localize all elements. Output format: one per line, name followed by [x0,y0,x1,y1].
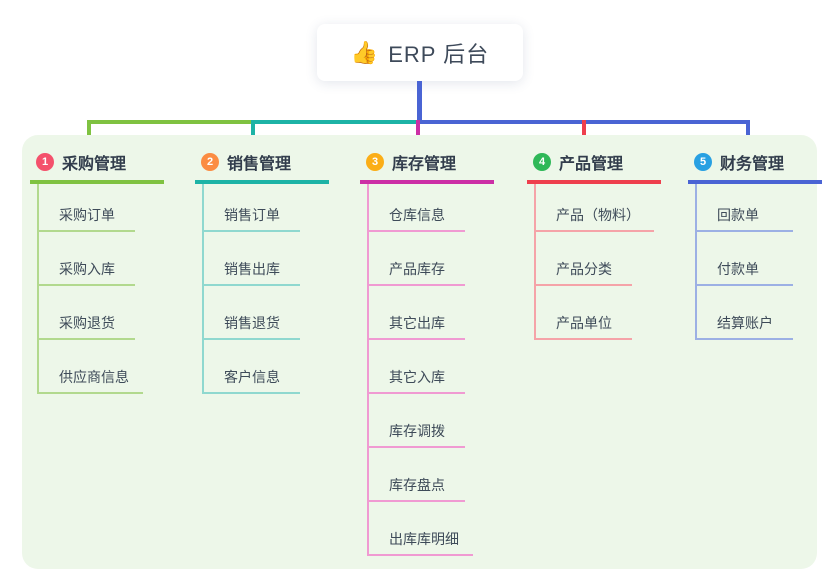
tree-node[interactable]: 采购订单 [39,184,135,232]
tree-node[interactable]: 客户信息 [204,340,300,394]
branch-sales-management: 2 销售管理 销售订单 销售出库 销售退货 客户信息 [195,148,329,394]
branch-number-badge: 3 [366,153,384,171]
thumbs-up-icon: 👍 [350,39,379,65]
tree-node[interactable]: 结算账户 [697,286,793,340]
tree-node[interactable]: 销售订单 [204,184,300,232]
tree-node-label: 采购入库 [59,261,115,277]
branch-number-badge: 2 [201,153,219,171]
branch-drop-line-1 [87,120,91,148]
tree-node-label: 其它入库 [389,369,445,385]
tree-node-label: 销售订单 [224,207,280,223]
branch-drop-line-3 [416,120,420,148]
connector-spine-segment-teal [251,120,418,124]
branch-drop-line-5 [746,120,750,148]
branch-header[interactable]: 2 销售管理 [195,148,329,184]
tree-node[interactable]: 销售退货 [204,286,300,340]
tree-node-label: 采购退货 [59,315,115,331]
tree-node[interactable]: 付款单 [697,232,793,286]
branch-label: 采购管理 [62,156,127,173]
root-connector-line [417,81,422,124]
tree-node-label: 仓库信息 [389,207,445,223]
branch-drop-line-4 [582,120,586,148]
branch-number-badge: 1 [36,153,54,171]
branch-label: 产品管理 [559,156,624,173]
tree-node-label: 产品（物料） [556,207,640,223]
tree-node-label: 采购订单 [59,207,115,223]
branch-children: 产品（物料） 产品分类 产品单位 [534,184,654,340]
tree-node[interactable]: 其它出库 [369,286,465,340]
tree-node-label: 库存调拨 [389,423,445,439]
tree-node-label: 产品单位 [556,315,612,331]
branch-label: 销售管理 [227,156,292,173]
branch-children: 仓库信息 产品库存 其它出库 其它入库 库存调拨 库存盘点 出库库明细 [367,184,473,556]
tree-node-label: 产品库存 [389,261,445,277]
tree-node[interactable]: 采购入库 [39,232,135,286]
branch-children: 销售订单 销售出库 销售退货 客户信息 [202,184,300,394]
tree-node-label: 客户信息 [224,369,280,385]
branch-finance-management: 5 财务管理 回款单 付款单 结算账户 [688,148,822,340]
tree-node-label: 供应商信息 [59,369,129,385]
tree-node-label: 付款单 [717,261,759,277]
tree-node-label: 库存盘点 [389,477,445,493]
branch-label: 财务管理 [720,156,785,173]
tree-node-label: 结算账户 [717,315,773,331]
tree-node[interactable]: 仓库信息 [369,184,465,232]
root-label: ERP 后台 [388,41,490,67]
tree-node[interactable]: 其它入库 [369,340,465,394]
tree-node[interactable]: 产品单位 [536,286,632,340]
tree-node[interactable]: 销售出库 [204,232,300,286]
branch-drop-line-2 [251,120,255,148]
tree-node[interactable]: 库存调拨 [369,394,465,448]
tree-node[interactable]: 采购退货 [39,286,135,340]
tree-node-label: 出库库明细 [389,531,459,547]
branch-purchase-management: 1 采购管理 采购订单 采购入库 采购退货 供应商信息 [30,148,164,394]
branch-children: 采购订单 采购入库 采购退货 供应商信息 [37,184,143,394]
tree-node-label: 销售出库 [224,261,280,277]
connector-spine-segment-green [87,120,253,124]
tree-node[interactable]: 库存盘点 [369,448,465,502]
tree-node-label: 回款单 [717,207,759,223]
tree-node[interactable]: 产品（物料） [536,184,654,232]
branch-inventory-management: 3 库存管理 仓库信息 产品库存 其它出库 其它入库 库存调拨 库存盘点 出库库… [360,148,494,556]
tree-node-label: 产品分类 [556,261,612,277]
tree-node-label: 其它出库 [389,315,445,331]
branch-children: 回款单 付款单 结算账户 [695,184,793,340]
tree-node[interactable]: 产品库存 [369,232,465,286]
branch-number-badge: 4 [533,153,551,171]
branch-product-management: 4 产品管理 产品（物料） 产品分类 产品单位 [527,148,661,340]
branch-label: 库存管理 [392,156,457,173]
tree-node-label: 销售退货 [224,315,280,331]
root-node[interactable]: 👍 ERP 后台 [317,24,523,81]
tree-node[interactable]: 供应商信息 [39,340,143,394]
tree-node[interactable]: 产品分类 [536,232,632,286]
branch-header[interactable]: 1 采购管理 [30,148,164,184]
mindmap-panel [22,135,817,569]
branch-number-badge: 5 [694,153,712,171]
tree-node[interactable]: 回款单 [697,184,793,232]
branch-header[interactable]: 3 库存管理 [360,148,494,184]
tree-node[interactable]: 出库库明细 [369,502,473,556]
branch-header[interactable]: 5 财务管理 [688,148,822,184]
branch-header[interactable]: 4 产品管理 [527,148,661,184]
